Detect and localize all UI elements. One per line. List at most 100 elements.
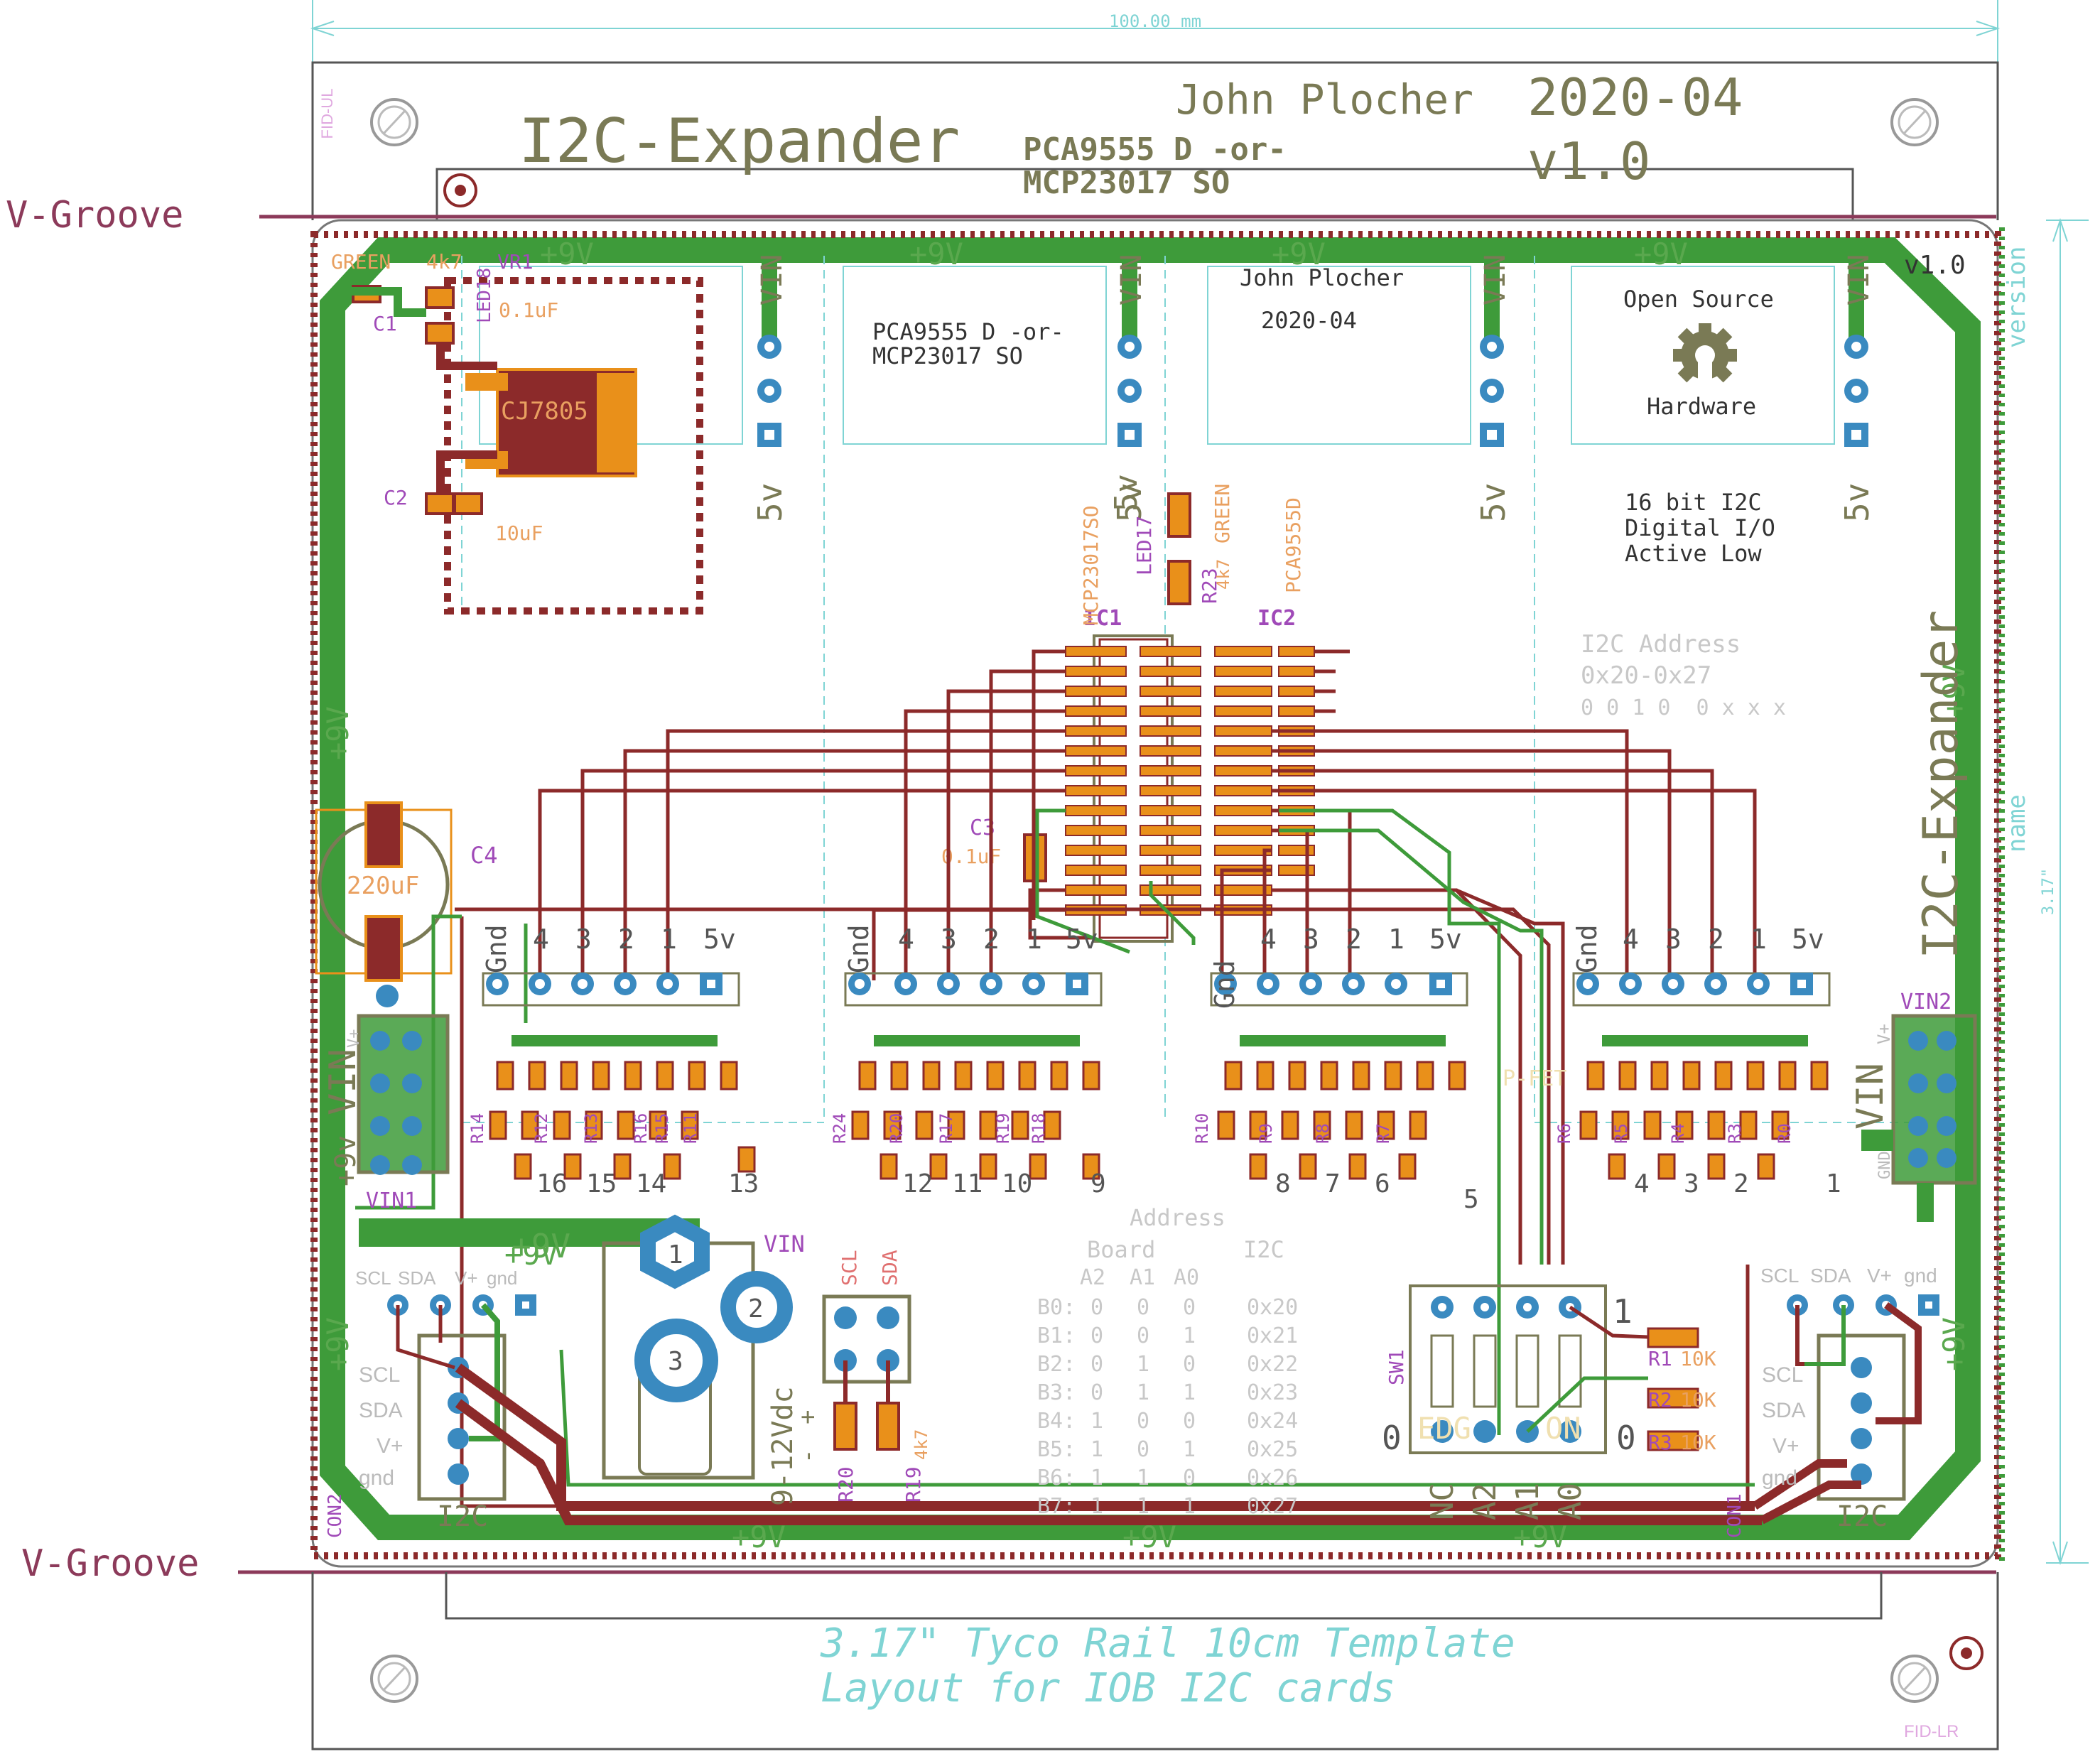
sw-r2-val: 10K: [1680, 1388, 1716, 1412]
ch-1: 1: [1826, 1169, 1841, 1198]
i2c-r-sda-top: SDA: [1810, 1265, 1851, 1287]
addr-row-5-i2c: 0x25: [1247, 1437, 1298, 1462]
sw-right-num: 1: [1613, 1292, 1633, 1331]
pullups: [822, 1294, 911, 1451]
addr-row-6-a1: 1: [1137, 1466, 1149, 1490]
addr-row-0-a1: 0: [1137, 1295, 1149, 1320]
ch-12: 12: [902, 1169, 933, 1198]
addr-row-3-a0: 1: [1183, 1380, 1196, 1405]
sw-r3: R3: [1648, 1431, 1672, 1454]
r-g1-5: R11: [681, 1113, 700, 1144]
h1-1: 1: [661, 924, 677, 955]
address-table: Address Board I2C A2 A1 A0 B0: 0 0 0 0x2…: [1037, 1204, 1298, 1519]
ch-4: 4: [1634, 1169, 1650, 1198]
vin-col-4: VIN 5v: [1838, 252, 1876, 522]
vin-col-2-5v: 5v: [1110, 483, 1149, 522]
addr-title: Address: [1130, 1204, 1225, 1231]
addr-row-1-a2: 0: [1090, 1324, 1103, 1348]
vgroove-bottom-label: V-Groove: [21, 1542, 199, 1585]
sw-r1-val: 10K: [1680, 1347, 1716, 1370]
addr-row-6-a2: 1: [1090, 1466, 1103, 1490]
addr-row-4-a1: 0: [1137, 1409, 1149, 1434]
reg-led-color: GREEN: [331, 250, 391, 274]
rail-9v-4: +9V: [1634, 237, 1688, 271]
con2-label: CON2: [325, 1493, 346, 1538]
side-version: version: [2003, 247, 2031, 348]
height-dimension: [2046, 217, 2089, 1566]
i2c-right-labels: SCL SDA V+ gnd SCL SDA V+ gnd: [1760, 1265, 1937, 1490]
i2c-r-scl-top: SCL: [1760, 1265, 1799, 1287]
ch-3: 3: [1684, 1169, 1699, 1198]
h3-5v: 5v: [1429, 924, 1462, 955]
ic1-pads: [1065, 646, 1201, 916]
reg-c1-name: C1: [373, 312, 397, 335]
addr-row-1-b: B1:: [1037, 1324, 1076, 1348]
addr-info-bits: 0 0 1 0 0 x x x: [1581, 696, 1786, 720]
i2c-r-gnd: gnd: [1762, 1466, 1797, 1490]
ic2-name: IC2: [1257, 606, 1296, 631]
i2c-l-sda: SDA: [359, 1399, 403, 1422]
r-g2-1: R20: [887, 1113, 906, 1144]
h3-3: 3: [1303, 924, 1319, 955]
jack-pin-3: 3: [668, 1347, 683, 1376]
rail-9v-b2: +9V: [1122, 1520, 1176, 1554]
h4-gnd: Gnd: [1571, 924, 1603, 973]
reg-c2-value: 10uF: [495, 521, 543, 545]
h4-1: 1: [1750, 924, 1767, 955]
ch-14: 14: [636, 1169, 666, 1198]
i2c-r-vplus-top: V+: [1867, 1265, 1892, 1287]
reg-vr-label: VR1: [497, 250, 534, 274]
panel-author: John Plocher: [1240, 264, 1404, 291]
addr-board: Board: [1087, 1236, 1155, 1263]
rail-labels: +9V +9V +9V +9V +9V +9V +9V +9V +9V +9V …: [320, 237, 1971, 1554]
vin1-plus: +9v: [330, 1135, 362, 1186]
rail-9v-3: +9V: [1272, 237, 1326, 271]
bulk-cap-name: C4: [470, 842, 498, 869]
h2-5v: 5v: [1066, 924, 1098, 955]
r-g4-2: R4: [1668, 1123, 1688, 1144]
addr-row-2-a0: 0: [1183, 1352, 1196, 1377]
i2c-r-sda: SDA: [1762, 1399, 1806, 1422]
ch-6: 6: [1375, 1169, 1390, 1198]
jack-voltage: 9-12Vdc: [767, 1386, 799, 1506]
rail-9v-b1: +9V: [732, 1520, 786, 1554]
r-g1-4: R15: [652, 1113, 672, 1144]
r-g3-1: R9: [1256, 1123, 1276, 1144]
rail-9v-b3: +9V: [1513, 1520, 1567, 1554]
reg-c2-name: C2: [384, 486, 408, 509]
i2c-l-conn: I2C: [437, 1500, 488, 1533]
power-jack: [602, 1214, 793, 1480]
rail-9v-left: +9V: [320, 706, 355, 760]
addr-row-4-i2c: 0x24: [1247, 1409, 1298, 1434]
panel-desc-3: Active Low: [1625, 540, 1762, 567]
regulator-section: [334, 277, 703, 615]
addr-row-2-a2: 0: [1090, 1352, 1103, 1377]
jack-plus: +: [794, 1410, 822, 1424]
side-title: I2C-Expander: [1913, 610, 1969, 959]
i2c-l-vplus-top: V+: [455, 1267, 478, 1289]
addr-info-title: I2C Address: [1581, 630, 1741, 659]
bulk-capacitor: [315, 801, 453, 1007]
title-author: John Plocher: [1176, 75, 1473, 124]
r-g3-3: R7: [1373, 1123, 1393, 1144]
sw-left-num: 0: [1382, 1419, 1402, 1457]
addr-row-3-b: B3:: [1037, 1380, 1076, 1405]
addr-row-4-a0: 0: [1183, 1409, 1196, 1434]
vin-columns: VIN 5v VIN 5v VIN 5v VIN 5v: [751, 252, 1876, 522]
addr-a2: A2: [1080, 1265, 1105, 1290]
ic2-part: PCA9555D: [1282, 497, 1305, 593]
pullup-sda: SDA: [878, 1250, 902, 1286]
dip-switch: [1409, 1284, 1699, 1454]
rail-9v-right: +9V: [1937, 664, 1971, 718]
led17-name: LED17: [1132, 516, 1156, 575]
reg-led-res: 4k7: [426, 250, 462, 274]
drill-hole-top: [443, 173, 477, 207]
led17-color: GREEN: [1211, 484, 1234, 543]
ch-8: 8: [1275, 1169, 1291, 1198]
header-group-1: [482, 972, 756, 1180]
panel-date: 2020-04: [1261, 307, 1357, 334]
addr-row-0-i2c: 0x20: [1247, 1295, 1298, 1320]
vin2-gnd: GND: [1876, 1151, 1894, 1179]
jack-label: VIN: [764, 1230, 805, 1257]
i2c-r-vplus: V+: [1772, 1434, 1799, 1458]
